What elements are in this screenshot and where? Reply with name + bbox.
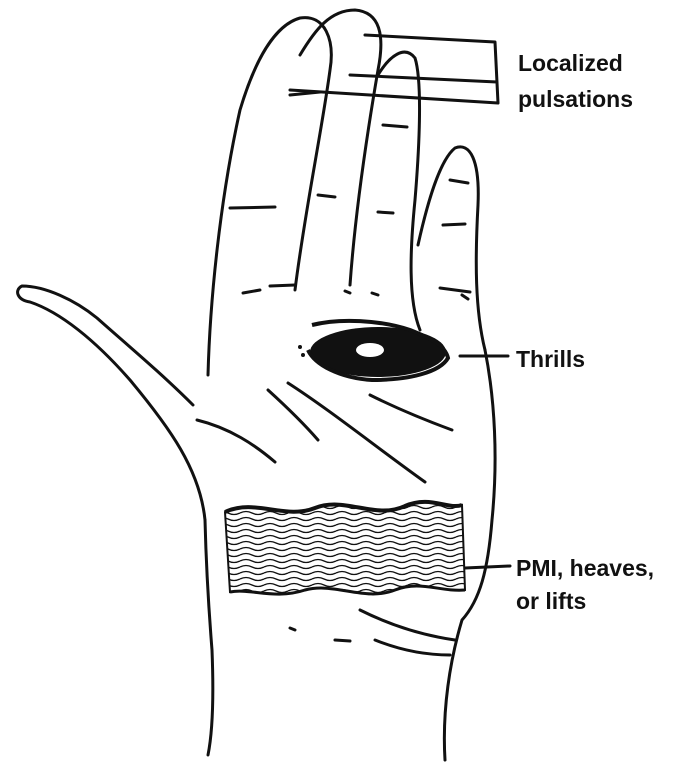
palm-left-edge [205,520,213,755]
pmi-marker [225,502,465,594]
pulsations-bracket-line [290,35,498,103]
pmi-label-line1: PMI, heaves, [516,553,654,583]
thrills-label: Thrills [516,344,585,374]
thumb-outline [18,286,205,520]
pulsations-label-line1: Localized [518,48,623,78]
pmi-leader-line [465,566,510,568]
middle-finger-outline [300,10,381,285]
pmi-label-line2: or lifts [516,586,586,616]
ring-finger-outline [378,52,420,330]
pinky-finger-outline [418,147,485,350]
palm-crease-lines [197,383,452,482]
wrist-crease-lines [290,610,455,655]
index-finger-outline [208,18,331,375]
thrills-marker [298,321,448,380]
pulsations-label-line2: pulsations [518,84,633,114]
